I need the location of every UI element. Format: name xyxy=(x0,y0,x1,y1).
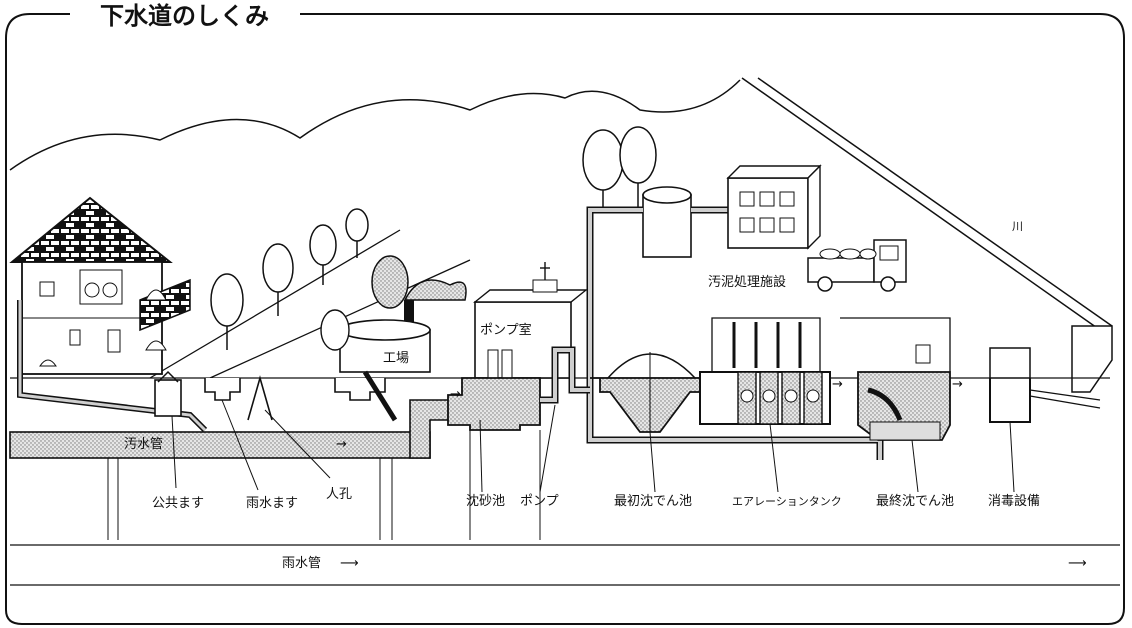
flow-arrow-aeration: → xyxy=(832,377,843,392)
disinfection-label: 消毒設備 xyxy=(988,493,1040,509)
public-basin-label: 公共ます xyxy=(152,496,204,511)
frame xyxy=(5,13,1125,625)
page-title: 下水道のしくみ xyxy=(100,2,269,30)
storm-pipe-label: 雨水管 xyxy=(282,556,321,571)
manhole-label: 人孔 xyxy=(326,487,352,502)
pump-room-label: ポンプ室 xyxy=(480,322,532,338)
factory-basin xyxy=(334,370,398,422)
factory-label: 工場 xyxy=(383,351,409,366)
grit-chamber-label: 沈砂池 xyxy=(466,494,505,509)
rain-basin-label: 雨水ます xyxy=(246,496,298,511)
leader-lines xyxy=(479,404,1015,493)
primary-sedimentation-tank xyxy=(590,352,701,433)
river-label: 川 xyxy=(1012,220,1023,233)
manhole xyxy=(247,375,331,479)
aeration-tank xyxy=(699,317,831,425)
final-sedimentation-tank xyxy=(840,317,951,441)
rain-basin xyxy=(204,378,259,491)
hill-outline xyxy=(9,79,741,171)
pump-label: ポンプ xyxy=(520,494,559,509)
flow-arrow-grit: → xyxy=(450,387,461,402)
truck-icon xyxy=(807,239,907,292)
grit-chamber xyxy=(447,377,541,431)
public-basin xyxy=(154,370,182,489)
disinfection-facility xyxy=(989,347,1101,423)
embankment xyxy=(741,77,1113,393)
storm-pipe-arrow: ⟶ xyxy=(340,556,359,571)
tank-icon xyxy=(642,186,692,258)
support-lines xyxy=(107,430,541,540)
tree-icon xyxy=(210,208,409,350)
storm-pipe-end-arrow: ⟶ xyxy=(1068,556,1087,571)
sludge-facility-label: 汚泥処理施設 xyxy=(708,274,786,290)
primary-tank-label: 最初沈でん池 xyxy=(614,494,692,509)
final-tank-label: 最終沈でん池 xyxy=(876,493,954,509)
tree-icon xyxy=(582,126,657,210)
sewage-pipe-label: 汚水管 xyxy=(124,437,163,452)
sewage-flow-arrow: → xyxy=(336,437,347,452)
factory-icon xyxy=(320,279,467,373)
sewage-main-pipe xyxy=(9,399,461,459)
aeration-tank-label: エアレーションタンク xyxy=(732,495,842,508)
flow-arrow-final: → xyxy=(952,377,963,392)
building-icon xyxy=(726,164,822,250)
house-icon xyxy=(9,196,191,375)
